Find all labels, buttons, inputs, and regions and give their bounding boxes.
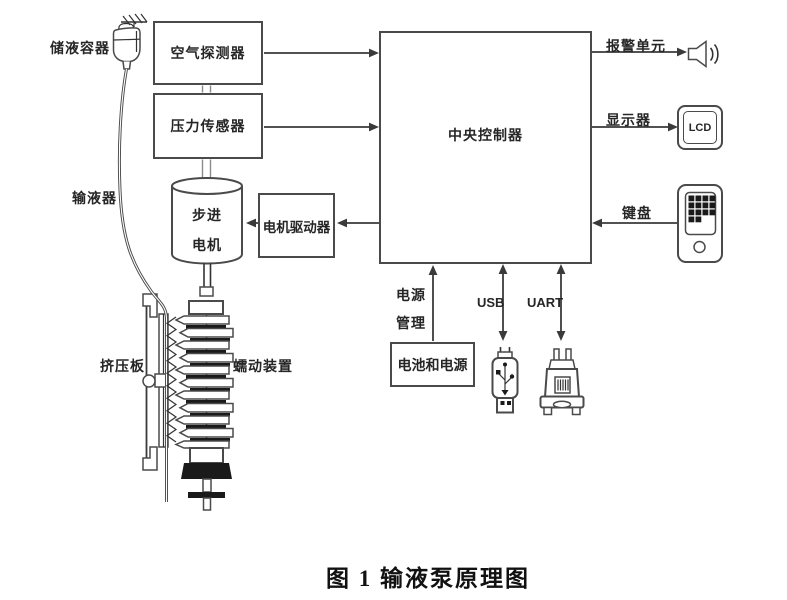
- infusion-tube: [117, 68, 168, 502]
- infusion-set-label: 输液器: [72, 190, 117, 206]
- battery-power-box: 电池和电源: [390, 342, 475, 387]
- uart-label: UART: [527, 295, 564, 310]
- arrow-controller-to-alarm: [592, 47, 687, 57]
- db9-serial-connector-icon: [539, 348, 585, 416]
- keypad-phone-icon: [677, 184, 723, 263]
- pump-bottom-shaft: [181, 447, 232, 511]
- squeeze-plate-label: 挤压板: [100, 358, 145, 374]
- usb-connector-icon: [491, 347, 519, 414]
- arrow-keypad-to-controller: [592, 218, 678, 228]
- arrow-air-detector-to-controller: [264, 48, 379, 58]
- central-controller-label: 中央控制器: [448, 126, 523, 143]
- lcd-screen: LCD: [677, 105, 723, 150]
- alarm-unit-label: 报警单元: [606, 38, 666, 54]
- arrow-motor-driver-to-stepper: [246, 218, 258, 228]
- arrow-uart-bidirectional: [556, 264, 566, 341]
- arrow-usb-bidirectional: [498, 264, 508, 341]
- arrow-controller-to-display: [592, 122, 678, 132]
- lcd-label: LCD: [683, 111, 717, 144]
- peristaltic-mechanism: [165, 286, 234, 449]
- figure-caption: 图 1 输液泵原理图: [326, 566, 530, 591]
- speaker-icon: [687, 40, 719, 68]
- motor-driver-box: 电机驱动器: [258, 193, 335, 258]
- keypad-keys: [688, 195, 716, 223]
- iv-bag-icon: [112, 13, 148, 70]
- power-management-label: 电源 管理: [396, 281, 426, 337]
- pressure-sensor-label: 压力传感器: [170, 118, 246, 134]
- stepper-motor-cylinder: [171, 177, 243, 287]
- power-management-line2: 管理: [396, 315, 426, 331]
- stepper-motor-label-line1: 步进: [192, 207, 222, 223]
- battery-power-label: 电池和电源: [397, 356, 468, 373]
- display-label: 显示器: [606, 112, 651, 128]
- reservoir-label: 储液容器: [50, 40, 110, 56]
- arrow-pressure-sensor-to-controller: [264, 122, 379, 132]
- air-detector-label: 空气探测器: [170, 45, 246, 61]
- tube-through-sensors: [201, 85, 212, 179]
- arrow-battery-to-controller: [428, 265, 438, 341]
- squeeze-plate-drawing: [142, 293, 169, 471]
- arrow-controller-to-motor-driver: [337, 218, 379, 228]
- air-detector-box: 空气探测器: [153, 21, 263, 85]
- power-management-line1: 电源: [396, 287, 426, 303]
- pressure-sensor-box: 压力传感器: [153, 93, 263, 159]
- peristaltic-device-label: 蠕动装置: [233, 358, 293, 374]
- usb-trident-symbol: [496, 362, 515, 396]
- stepper-motor-label-line2: 电机: [192, 237, 222, 253]
- usb-label: USB: [477, 295, 505, 310]
- keypad-label: 键盘: [622, 205, 652, 221]
- motor-driver-label: 电机驱动器: [262, 219, 331, 235]
- central-controller-box: 中央控制器: [379, 31, 592, 264]
